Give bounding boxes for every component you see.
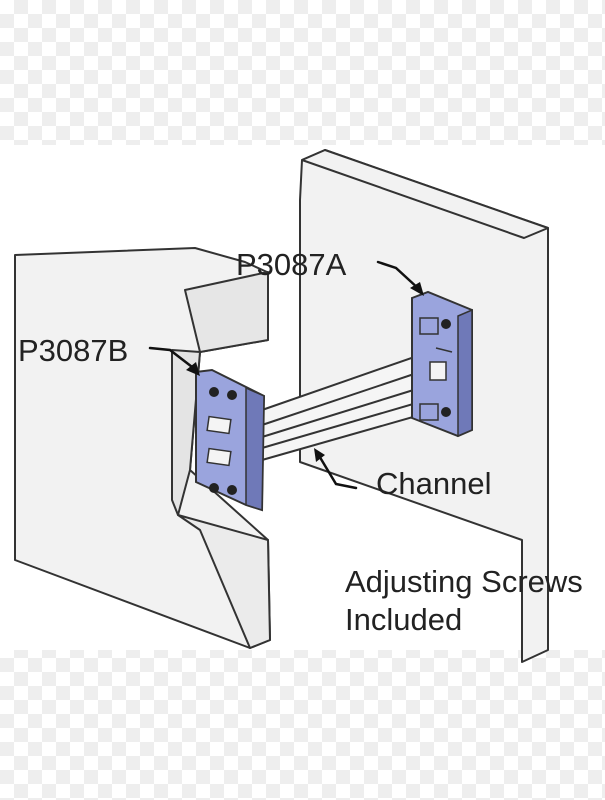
channel-edge-2 [261,387,421,438]
lower-flange [177,514,271,649]
bracket-a [411,290,473,438]
web-groove [171,349,201,516]
channel-edge-1 [261,371,421,426]
label-p3087a: P3087A [236,247,347,282]
label-adjusting-screws: Adjusting Screws Included [345,563,583,639]
label-screws-line1: Adjusting Screws [345,564,583,599]
bracket-b [195,368,266,512]
channel-edge-3 [261,401,421,449]
far-beam-flange [301,149,549,239]
label-p3087b: P3087B [18,333,129,368]
leader-arrow-b [148,346,198,372]
leader-arrow-channel [316,452,358,490]
upper-notch [184,271,269,353]
label-channel: Channel [376,466,492,501]
label-screws-line2: Included [345,602,463,637]
leader-arrow-a [376,260,422,292]
